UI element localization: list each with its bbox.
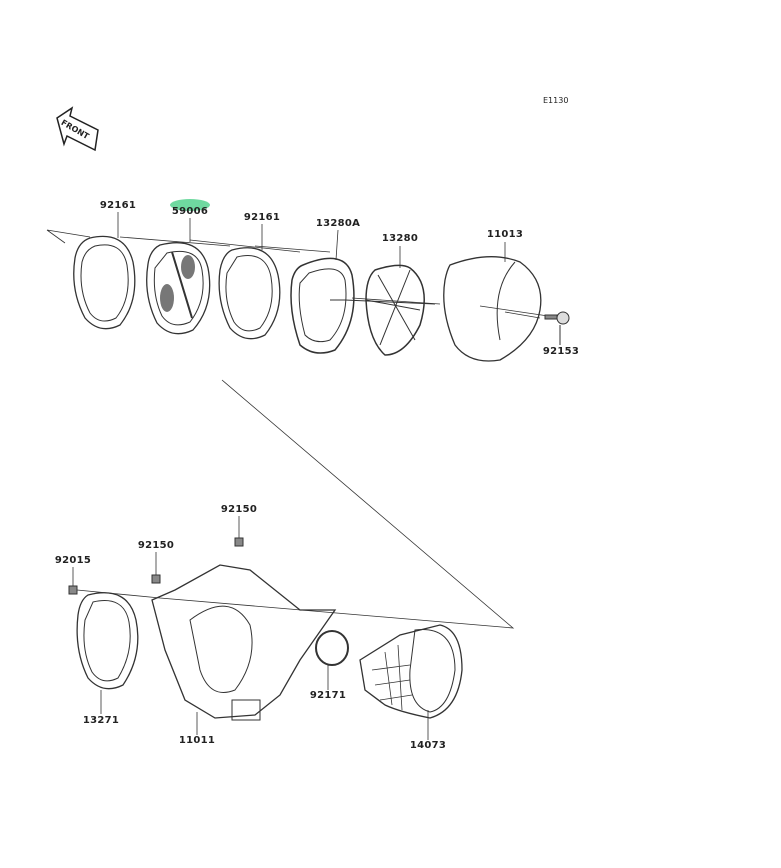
bolt-92150-left [151, 574, 161, 584]
part-label-11011[interactable]: 11011 [178, 735, 216, 746]
part-label-92171[interactable]: 92171 [309, 690, 347, 701]
part-label-13271[interactable]: 13271 [82, 715, 120, 726]
part-label-92153[interactable]: 92153 [542, 346, 580, 357]
knob-92153 [544, 311, 570, 345]
duct-14073 [359, 624, 463, 719]
nut-92015 [68, 585, 78, 595]
part-label-11013[interactable]: 11013 [486, 229, 524, 240]
gasket-92161-right [218, 247, 281, 340]
part-label-13280A[interactable]: 13280A [315, 218, 361, 229]
part-label-92015[interactable]: 92015 [54, 555, 92, 566]
gasket-13271 [76, 592, 139, 690]
highlight-marker [170, 199, 210, 211]
front-arrow-icon [56, 106, 99, 152]
air-cleaner-case-11011 [151, 564, 337, 721]
filter-element-59006 [146, 242, 211, 335]
part-label-92161[interactable]: 92161 [99, 200, 137, 211]
part-label-13280[interactable]: 13280 [381, 233, 419, 244]
part-label-92150[interactable]: 92150 [137, 540, 175, 551]
part-label-92161[interactable]: 92161 [243, 212, 281, 223]
gasket-92161-left [73, 235, 136, 330]
part-label-59006[interactable]: 59006 [171, 206, 209, 217]
bolt-92150-top [234, 537, 244, 547]
diagram-code: E1130 [543, 96, 569, 105]
guide-lines-top [46, 229, 556, 629]
part-label-14073[interactable]: 14073 [409, 740, 447, 751]
leader-lines [72, 212, 506, 740]
part-label-92150[interactable]: 92150 [220, 504, 258, 515]
clamp-92171 [315, 630, 349, 666]
cage-13280 [365, 264, 425, 356]
cover-11013 [443, 256, 542, 362]
holder-13280A [290, 257, 436, 354]
